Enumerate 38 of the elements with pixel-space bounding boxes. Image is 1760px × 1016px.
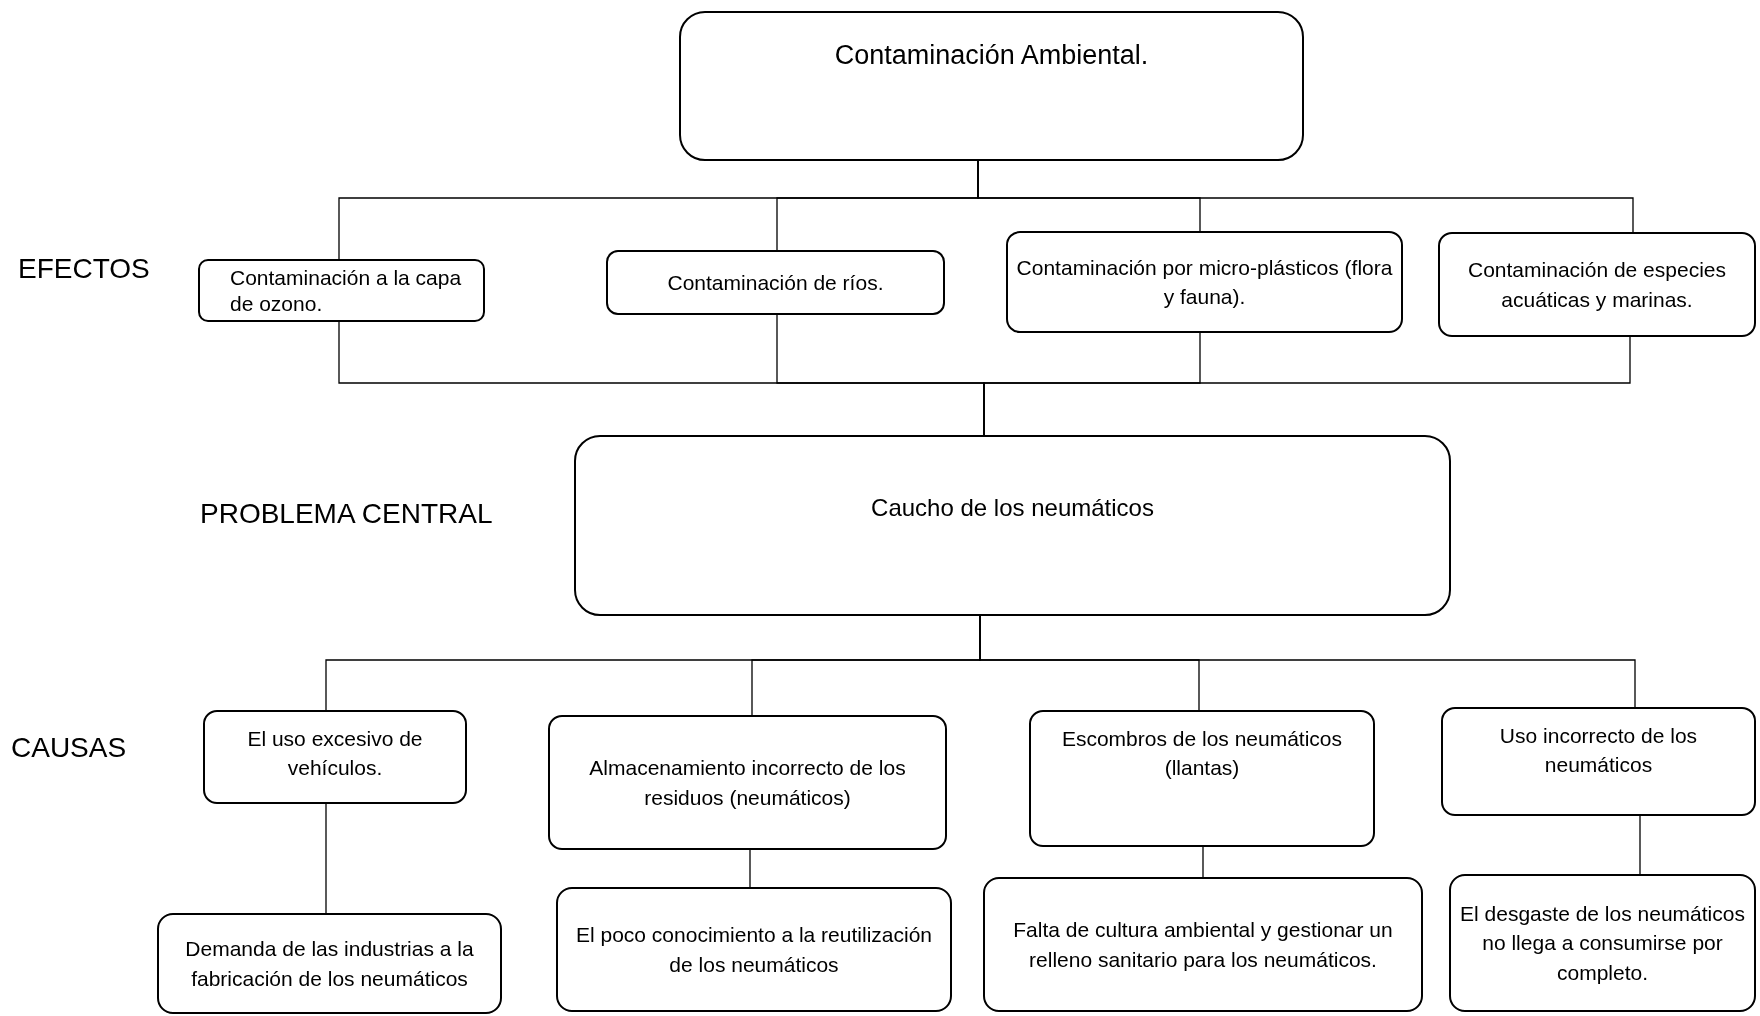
text-box — [1438, 232, 1756, 337]
connector-line — [979, 615, 1636, 708]
connector-line — [977, 160, 1634, 233]
connector-line — [983, 336, 1631, 436]
text-box — [1441, 707, 1756, 816]
node-text: El poco conocimiento a la reutilización de los neumáticos — [575, 922, 933, 978]
node-text: Caucho de los neumáticos — [871, 493, 1154, 523]
node-text: Uso incorrecto de los neumáticos — [1498, 723, 1699, 779]
text-box — [1449, 874, 1756, 1012]
text-box — [157, 913, 502, 1014]
text-box — [198, 259, 485, 322]
text-box — [983, 877, 1423, 1012]
connector-line — [1202, 846, 1204, 878]
connector-line — [1639, 815, 1641, 875]
text-box — [1006, 231, 1403, 333]
node-text: El uso excesivo de vehículos. — [246, 726, 424, 782]
connector-line — [749, 849, 751, 888]
node-text: Contaminación de especies acuáticas y marinas. — [1467, 257, 1727, 313]
text-box — [574, 435, 1451, 616]
connector-line — [325, 803, 327, 914]
node-text: Escombros de los neumáticos (llantas) — [1060, 726, 1344, 782]
node-text: Almacenamiento incorrecto de los residuos (neumáticos) — [588, 755, 907, 811]
text-box — [1029, 710, 1375, 847]
text-box — [556, 887, 952, 1012]
node-text: El desgaste de los neumáticos no llega a consumirse por completo. — [1459, 900, 1746, 986]
node-text: Contaminación por micro-plásticos (flora y fauna). — [1016, 254, 1393, 310]
section-label: CAUSAS — [11, 732, 127, 764]
text-box — [679, 11, 1304, 161]
node-text: Contaminación a la capa de ozono. — [230, 265, 463, 316]
node-text: Demanda de las industrias a la fabricación de los neumáticos — [184, 936, 475, 992]
text-box — [203, 710, 467, 804]
text-box — [548, 715, 947, 850]
node-text: Contaminación de ríos. — [667, 269, 884, 296]
node-text: Falta de cultura ambiental y gestionar un relleno sanitario para los neumáticos. — [1012, 917, 1394, 973]
node-text: Contaminación Ambiental. — [834, 39, 1149, 72]
section-label: EFECTOS — [18, 253, 150, 285]
section-label: PROBLEMA CENTRAL — [200, 498, 493, 530]
text-box — [606, 250, 945, 315]
